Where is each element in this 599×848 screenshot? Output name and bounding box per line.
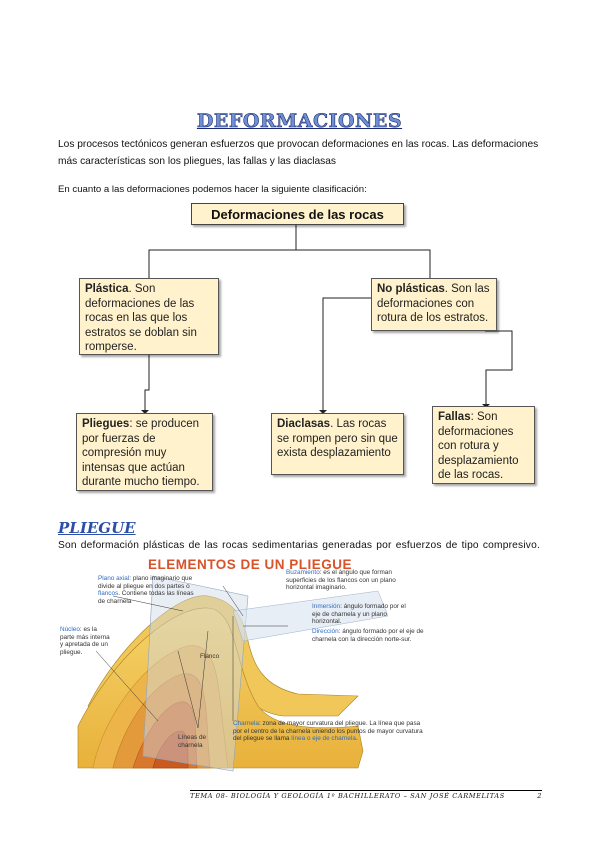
concept-box-plastica: Plástica. Son deformaciones de las rocas… <box>79 278 219 355</box>
fold-illustration <box>77 575 389 772</box>
figure-title: ELEMENTOS DE UN PLIEGUE <box>148 557 353 572</box>
inmersion-text: : ángulo formado por el eje de charnela … <box>312 603 406 626</box>
fallas-text: : Son deformaciones con rotura y desplaz… <box>438 411 519 481</box>
no-plasticas-text: . Son las deformaciones con rotura de lo… <box>377 283 490 324</box>
diaclasas-term: Diaclasas <box>277 418 331 430</box>
label-direccion: Dirección: ángulo formado por el eje de … <box>312 628 424 643</box>
fold-elements-figure: ELEMENTOS DE UN PLIEGUE Plano axial: pla… <box>58 556 425 778</box>
label-buzamiento: Buzamiento: es el ángulo que forman supe… <box>286 569 411 592</box>
no-plasticas-term: No plásticas <box>377 283 445 295</box>
label-flanco: Flanco <box>200 653 220 660</box>
pliegues-term: Pliegues <box>82 418 130 430</box>
page-footer: TEMA 08- BIOLOGÍA Y GEOLOGÍA 1º BACHILLE… <box>190 790 542 800</box>
label-lineas-charnela: Líneas de charnela <box>178 734 207 749</box>
plastica-text: . Son deformaciones de las rocas en las … <box>85 283 197 353</box>
buzamiento-term: Buzamiento <box>286 569 320 576</box>
pliegues-text: : se producen por fuerzas de compresión … <box>82 418 200 488</box>
label-nucleo: Núcleo: es la parte más interna y apreta… <box>60 626 112 656</box>
eje-charnela-term: línea o eje de charnela <box>291 735 356 743</box>
page-title: DEFORMACIONES <box>196 110 403 133</box>
direccion-text: : ángulo formado por el eje de charnela … <box>312 628 424 643</box>
concept-box-fallas: Fallas: Son deformaciones con rotura y d… <box>432 406 535 484</box>
plano-axial-text: : plano imaginario que divide al pliegue… <box>98 575 193 590</box>
nucleo-text: : es la parte más interna y apretada de … <box>60 626 110 656</box>
concept-box-pliegues: Pliegues: se producen por fuerzas de com… <box>76 413 213 491</box>
charnela-term: Charnela <box>233 720 259 727</box>
plano-axial-term: Plano axial <box>98 575 130 582</box>
charnela-text: : zona de mayor curvatura del pliegue. L… <box>233 720 423 743</box>
plano-axial-text2: . Contiene todas las líneas de charnela <box>98 590 194 605</box>
direccion-term: Dirección <box>312 628 339 635</box>
label-plano-axial: Plano axial: plano imaginario que divide… <box>98 575 198 605</box>
pliegue-heading: PLIEGUE <box>58 519 136 537</box>
nucleo-term: Núcleo <box>60 626 80 633</box>
label-charnela: Charnela: zona de mayor curvatura del pl… <box>233 720 423 743</box>
diaclasas-text: . Las rocas se rompen pero sin que exist… <box>277 418 398 459</box>
inmersion-term: Inmersión <box>312 603 341 610</box>
footer-text: TEMA 08- BIOLOGÍA Y GEOLOGÍA 1º BACHILLE… <box>190 792 505 800</box>
intro-paragraph: Los procesos tectónicos generan esfuerzo… <box>58 139 539 167</box>
flancos-term: flancos <box>98 590 119 598</box>
pliegue-definition: Son deformación plásticas de las rocas s… <box>58 540 540 551</box>
charnela-text2: . <box>355 735 358 743</box>
concept-root-box: Deformaciones de las rocas <box>191 203 404 225</box>
fallas-term: Fallas <box>438 411 471 423</box>
plastica-term: Plástica <box>85 283 129 295</box>
classification-intro: En cuanto a las deformaciones podemos ha… <box>58 184 367 195</box>
buzamiento-text: : es el ángulo que forman superficies de… <box>286 569 396 592</box>
concept-box-diaclasas: Diaclasas. Las rocas se rompen pero sin … <box>271 413 404 475</box>
page-number: 2 <box>537 792 542 800</box>
concept-box-no-plasticas: No plásticas. Son las deformaciones con … <box>371 278 497 331</box>
label-inmersion: Inmersión: ángulo formado por el eje de … <box>312 603 412 626</box>
